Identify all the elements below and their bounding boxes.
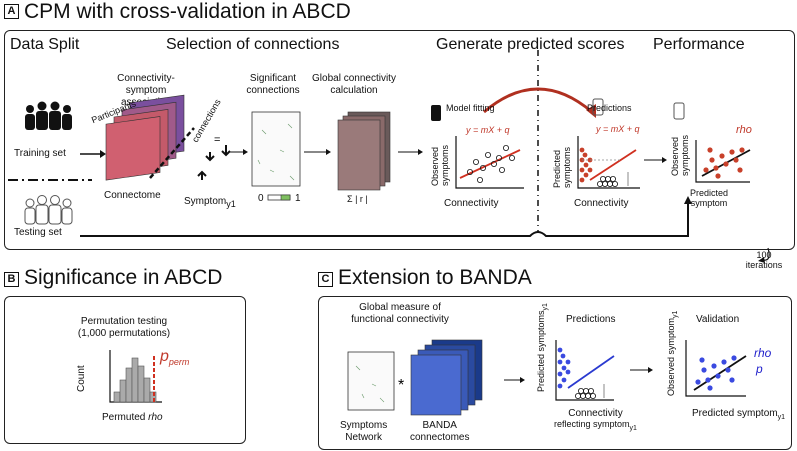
scale-min-label: 0 — [258, 193, 264, 204]
testing-set-label: Testing set — [14, 227, 62, 238]
significant-label: Significant connections — [246, 73, 300, 96]
model-fitting-label: Model fitting — [446, 103, 495, 113]
scale-max-label: 1 — [295, 193, 301, 204]
c-rho-label: rho — [754, 346, 772, 360]
c-p-label: p — [756, 362, 763, 376]
testing-path — [80, 202, 689, 237]
panel-b-box — [4, 296, 246, 444]
panel-c-title: Extension to BANDA — [338, 266, 532, 289]
permutation-text: Permutation testing(1,000 permutations) — [77, 316, 171, 339]
fit-equation: y = mX + q — [466, 125, 510, 135]
p-perm-label: pperm — [160, 348, 190, 368]
sum-r-label: Σ | r | — [347, 194, 368, 204]
significant-matrix — [251, 111, 301, 187]
selection-heading: Selection of connections — [166, 36, 340, 53]
fit-xlabel: Connectivity — [444, 198, 499, 209]
training-set-label: Training set — [14, 148, 66, 159]
c-validation-label: Validation — [696, 314, 740, 325]
symptom-label: Symptomy1 — [184, 196, 236, 209]
connectome-stack — [105, 94, 185, 181]
svg-text:*: * — [398, 377, 404, 394]
predict-xlabel: Connectivity — [574, 198, 629, 209]
panel-c-box — [318, 296, 792, 450]
transfer-arc — [483, 87, 593, 114]
c-valid-ylabel: Observed symptomy1 — [666, 310, 679, 396]
permuted-rho-label: Permuted rho — [102, 412, 163, 423]
perf-rho-label: rho — [736, 124, 752, 136]
iterations-label: 100 iterations — [745, 250, 783, 270]
global-calc-label: Global connectivity calculation — [312, 73, 396, 96]
global-connectivity-matrix — [337, 119, 381, 191]
testing-people-icon — [24, 195, 73, 225]
connectome-label: Connectome — [104, 190, 161, 201]
panel-a-tag: A — [4, 4, 19, 19]
c-valid-xlabel: Predicted symptomy1 — [692, 408, 785, 421]
performance-heading: Performance — [653, 36, 745, 53]
banda-connectome-matrix — [410, 354, 462, 416]
symptoms-network-matrix — [347, 351, 395, 411]
panel-a-title: CPM with cross-validation in ABCD — [24, 0, 351, 23]
panel-b-tag: B — [4, 272, 19, 287]
svg-text:=: = — [214, 134, 220, 146]
panel-b-title: Significance in ABCD — [24, 266, 223, 289]
c-predict-ylabel: Predicted symptomsy1 — [536, 303, 549, 392]
training-people-icon — [25, 101, 72, 130]
generate-heading: Generate predicted scores — [436, 36, 625, 53]
c-predictions-label: Predictions — [566, 314, 616, 325]
predict-equation: y = mX + q — [596, 124, 640, 134]
predictions-label: Predictions — [587, 103, 632, 113]
panel-c-tag: C — [318, 272, 333, 287]
data-split-heading: Data Split — [10, 36, 80, 53]
